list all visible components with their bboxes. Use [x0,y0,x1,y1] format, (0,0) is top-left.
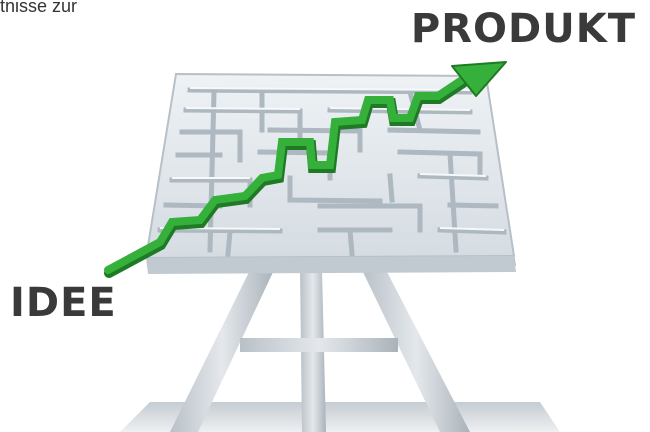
label-produkt: PRODUKT [410,6,636,52]
easel-stand-icon [170,270,470,432]
maze-board-icon [144,72,516,274]
label-idee: IDEE [10,280,117,326]
cropped-top-text: tnisse zur [0,0,78,16]
upward-green-arrow-icon [104,61,507,278]
